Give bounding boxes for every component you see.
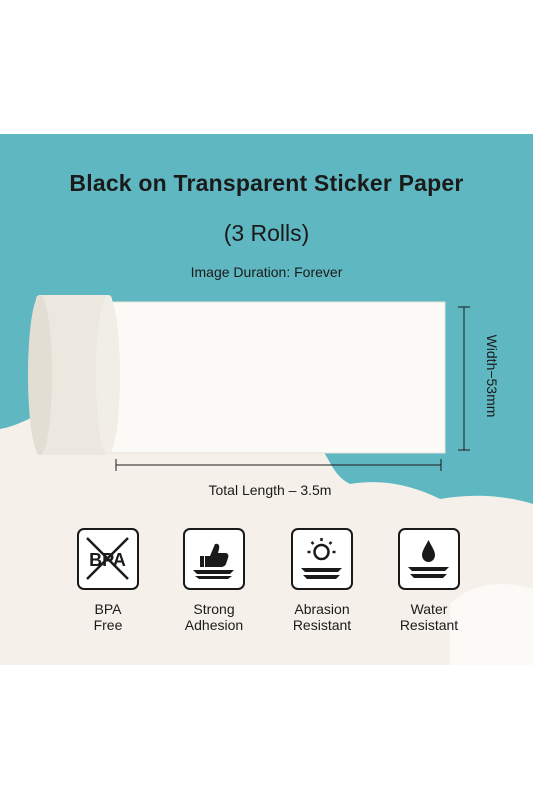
image-duration: Image Duration: Forever bbox=[190, 264, 343, 280]
feature-line1: Water bbox=[410, 601, 448, 617]
feature-line1: Strong bbox=[193, 601, 235, 617]
paper-roll-illustration bbox=[28, 295, 470, 471]
feature-line2: Adhesion bbox=[184, 617, 244, 633]
page-title: Black on Transparent Sticker Paper bbox=[69, 170, 464, 196]
feature-line2: Resistant bbox=[292, 617, 352, 633]
feature-abrasion-resistant: Abrasion Resistant bbox=[272, 528, 372, 633]
feature-water-resistant: Water Resistant bbox=[379, 528, 479, 633]
feature-line2: Resistant bbox=[399, 617, 459, 633]
roll-count: (3 Rolls) bbox=[223, 220, 310, 246]
feature-bpa-free: BPA BPA Free bbox=[58, 528, 158, 633]
feature-line1: Abrasion bbox=[294, 601, 350, 617]
feature-line1: BPA bbox=[94, 601, 122, 617]
water-drop-icon bbox=[398, 528, 460, 590]
feature-line2: Free bbox=[93, 617, 123, 633]
width-label: Width−53mm bbox=[484, 334, 500, 418]
feature-list: BPA BPA Free Strong Adhesion bbox=[58, 528, 478, 638]
bpa-free-icon: BPA bbox=[77, 528, 139, 590]
thumbs-up-icon bbox=[183, 528, 245, 590]
feature-strong-adhesion: Strong Adhesion bbox=[164, 528, 264, 633]
length-label: Total Length – 3.5m bbox=[208, 482, 332, 498]
sun-icon bbox=[291, 528, 353, 590]
